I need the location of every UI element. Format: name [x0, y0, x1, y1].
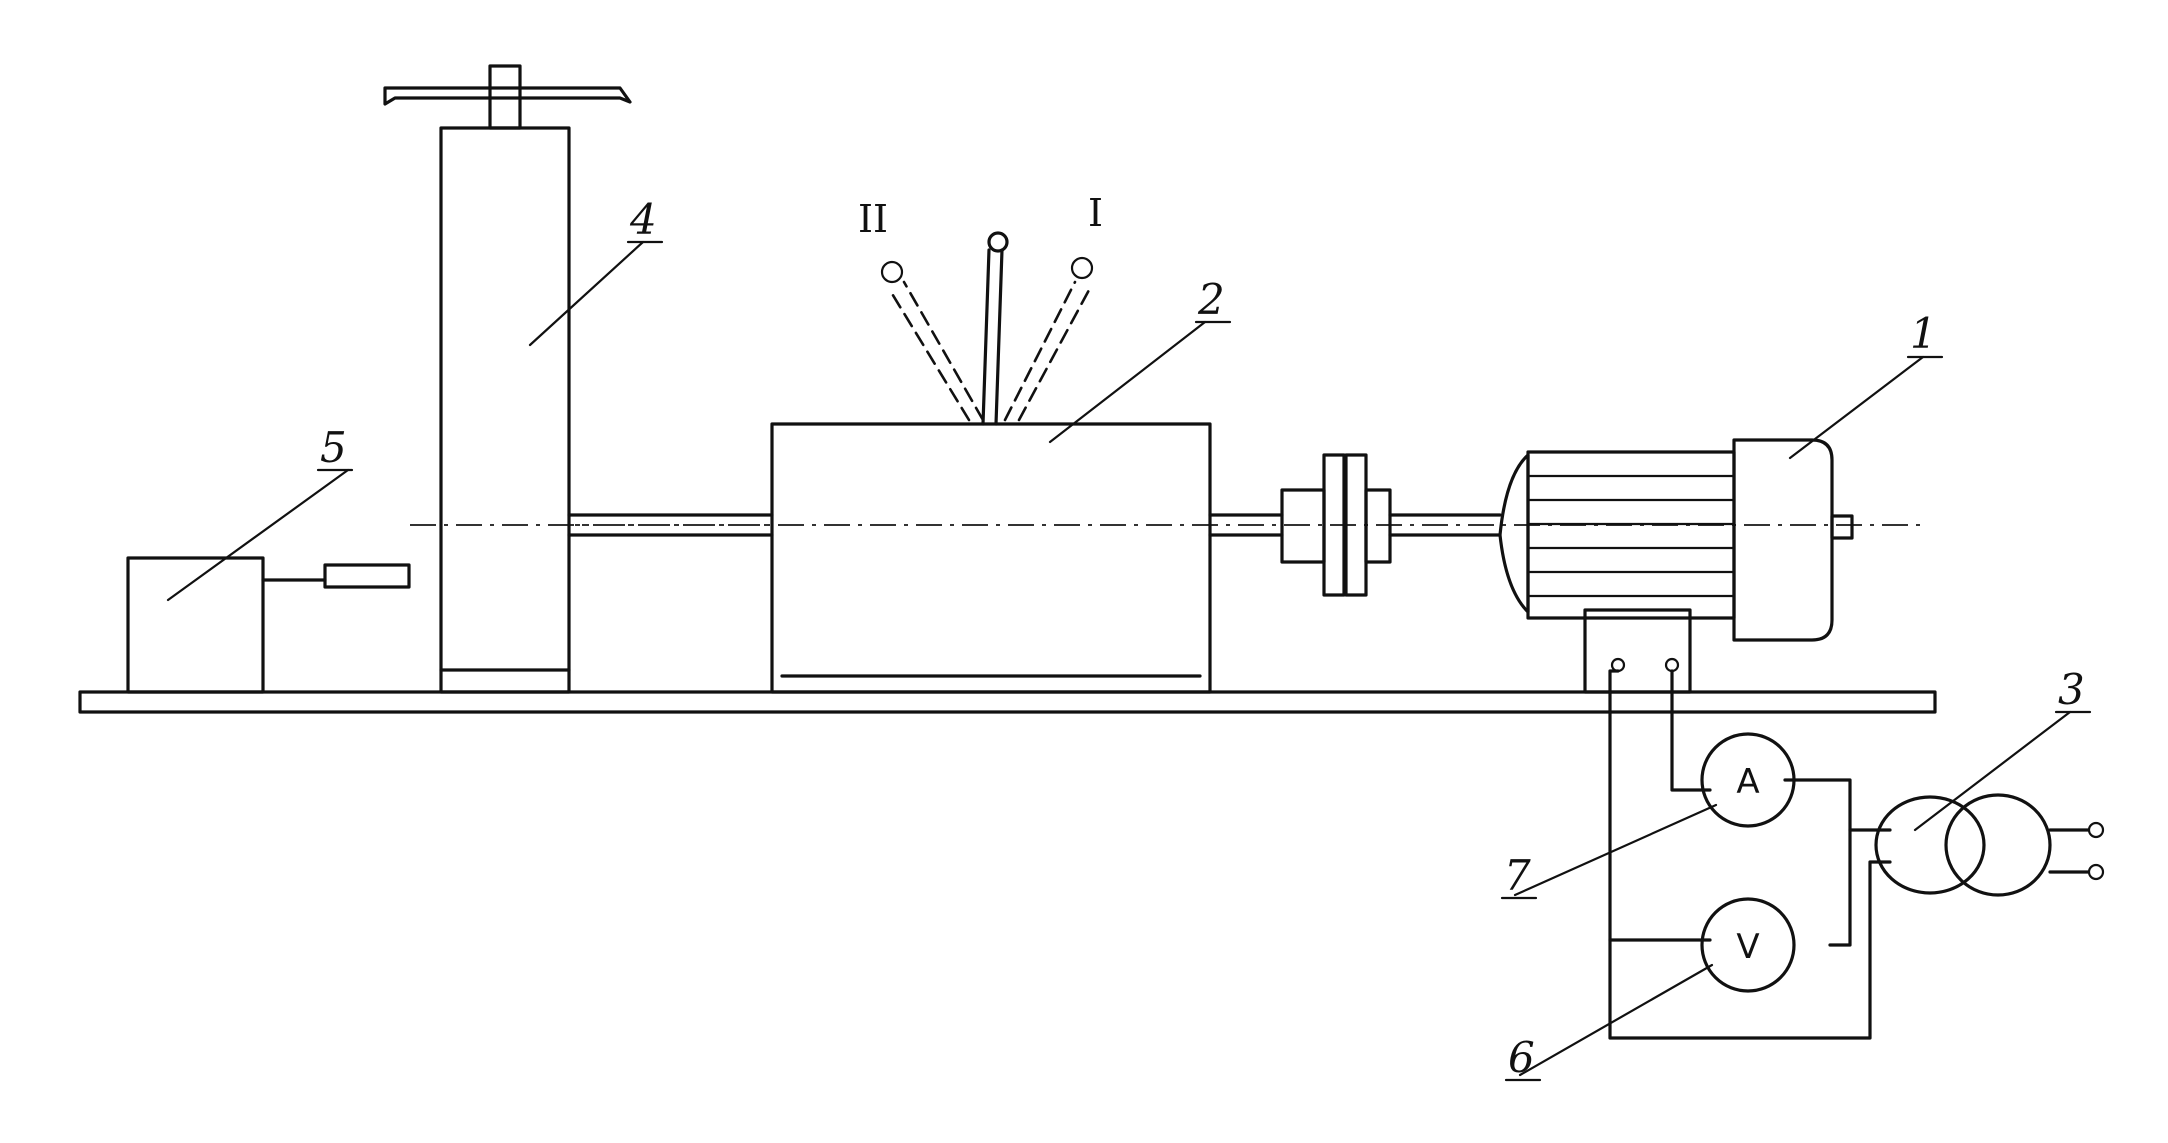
label-position-I: I: [1088, 191, 1103, 235]
voltmeter-6: V: [1700, 897, 1796, 993]
label-6: 6: [1508, 1033, 1535, 1082]
label-5: 5: [320, 423, 347, 472]
label-2: 2: [1197, 275, 1225, 324]
unit-5-box: [126, 556, 411, 694]
shaft-right: [1208, 513, 1502, 537]
transformer-3: [1874, 793, 2105, 897]
lever-position-I: [1003, 256, 1094, 422]
label-1: 1: [1910, 309, 1937, 358]
unit-1-motor: [1498, 438, 1854, 694]
voltmeter-symbol: V: [1736, 927, 1759, 967]
label-7: 7: [1504, 851, 1531, 900]
shaft-left: [567, 513, 774, 537]
unit-4-column: [383, 64, 632, 694]
label-position-II: II: [858, 197, 888, 241]
circuit-wiring: [1608, 669, 1892, 1040]
ammeter-symbol: A: [1736, 762, 1759, 802]
base-plate: [78, 690, 1937, 714]
leader-lines: [166, 240, 2092, 1082]
ammeter-7: A: [1700, 732, 1796, 828]
gear-lever: [981, 231, 1009, 426]
label-3: 3: [2058, 665, 2085, 714]
coupling: [1280, 453, 1392, 597]
unit-2-gearbox: [770, 422, 1212, 694]
label-4: 4: [629, 195, 657, 244]
lever-position-II: [880, 260, 985, 422]
